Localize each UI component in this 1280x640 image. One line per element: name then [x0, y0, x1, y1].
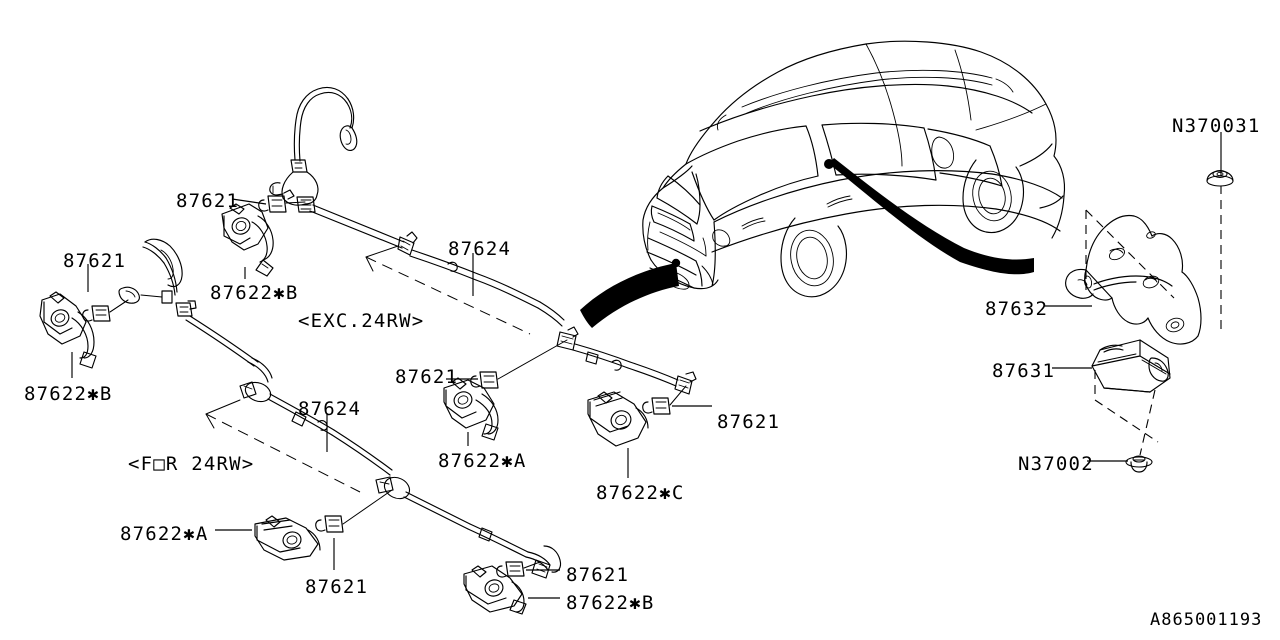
callout-curve-right	[829, 158, 1034, 275]
label-87622B-left: 87622✱B	[24, 383, 113, 405]
control-module-87631	[1091, 339, 1171, 456]
callout-curves	[580, 158, 1034, 328]
label-87621-middle: 87621	[395, 366, 459, 388]
label-87622B-bottom: 87622✱B	[566, 592, 655, 614]
harness-upper-87624	[269, 86, 697, 395]
clip-87621-bottom	[496, 561, 525, 578]
bracket-87622B-upper	[221, 203, 274, 277]
label-n370031: N370031	[1172, 115, 1261, 137]
variant-outline-exc	[365, 256, 531, 335]
assembly-line-diagonal	[1085, 209, 1175, 299]
drawing-number: A865001193	[1150, 610, 1263, 630]
callout-curve-left	[580, 263, 679, 328]
label-87622C: 87622✱C	[596, 482, 685, 504]
label-n37002: N37002	[1018, 453, 1094, 475]
bracket-87622A-lower	[254, 515, 321, 561]
label-87621-upper-left: 87621	[176, 190, 240, 212]
label-87622B-upper: 87622✱B	[210, 282, 299, 304]
clip-87621-right	[642, 397, 671, 415]
bracket-87622B-left	[39, 291, 97, 369]
label-87622A-middle: 87622✱A	[438, 450, 527, 472]
label-87621-lower: 87621	[305, 576, 369, 598]
bracket-87622A-middle	[443, 377, 499, 441]
harness-lower-87624	[82, 238, 562, 579]
label-87622A-lower: 87622✱A	[120, 523, 209, 545]
bracket-87622C	[587, 391, 649, 447]
clip-87621-middle	[470, 371, 499, 389]
label-87621-bottom: 87621	[566, 564, 630, 586]
leader-lines	[71, 198, 1128, 599]
nut-n37002	[1125, 455, 1153, 473]
nut-n370031	[1206, 132, 1234, 187]
label-exc-24rw: <EXC.24RW>	[298, 310, 425, 332]
variant-outline-for	[205, 413, 361, 493]
label-87624-upper: 87624	[448, 238, 512, 260]
label-for-24rw: <F□R 24RW>	[128, 453, 255, 475]
label-87632: 87632	[985, 298, 1049, 320]
bracket-87622B-bottom	[463, 565, 527, 615]
label-87621-left: 87621	[63, 250, 127, 272]
clip-87621-upper-left	[258, 189, 295, 213]
bracket-87632	[1065, 170, 1222, 345]
vehicle-illustration	[642, 40, 1066, 298]
label-87621-right: 87621	[717, 411, 781, 433]
label-87624-lower: 87624	[298, 398, 362, 420]
label-87631: 87631	[992, 360, 1056, 382]
